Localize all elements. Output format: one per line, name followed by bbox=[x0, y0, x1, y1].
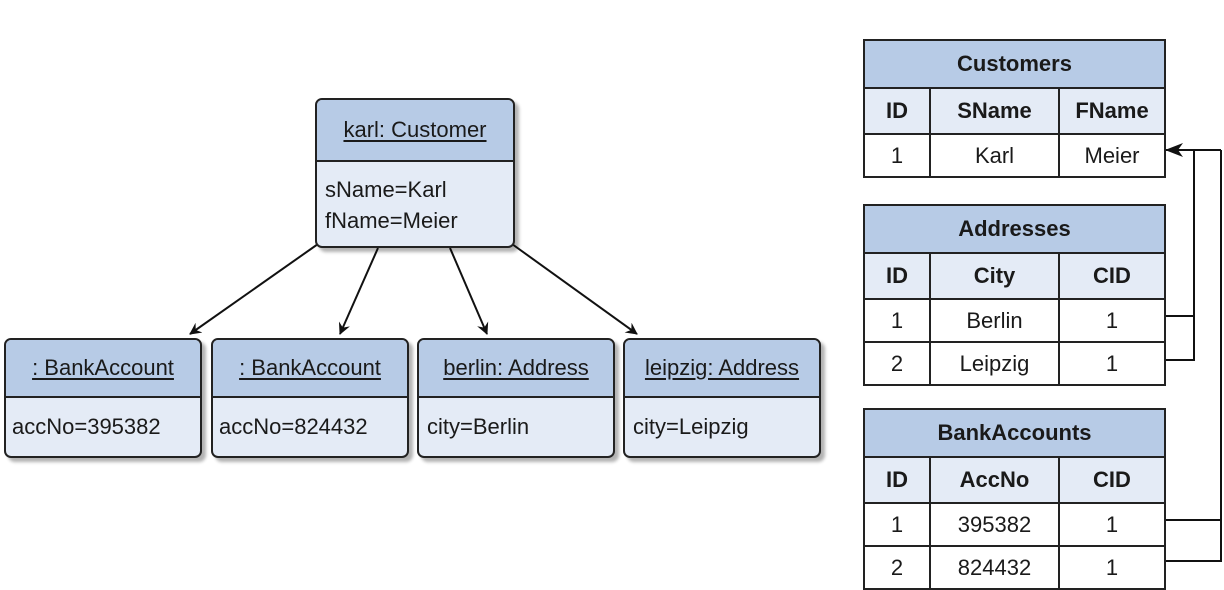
bankaccount-object-1: : BankAccount accNo=395382 bbox=[4, 338, 202, 458]
fk-line-address-1 bbox=[1164, 150, 1195, 317]
table-row: 2 Leipzig 1 bbox=[863, 341, 1166, 386]
arrow-customer-to-leipzig-address bbox=[511, 243, 638, 335]
customer-object: karl: Customer sName=Karl fName=Meier bbox=[315, 98, 515, 248]
fk-line-bankaccount-1 bbox=[1164, 150, 1222, 521]
customers-col-sname: SName bbox=[929, 87, 1060, 135]
arrow-customer-to-bankaccount-1 bbox=[189, 243, 319, 335]
bankaccount-2-header: : BankAccount bbox=[213, 340, 407, 398]
leipzig-address-attr-city: city=Leipzig bbox=[633, 414, 749, 439]
arrow-customer-to-berlin-address bbox=[449, 247, 489, 335]
customers-table-title: Customers bbox=[862, 39, 1167, 89]
bankaccount-1-attr-accno: accNo=395382 bbox=[12, 414, 161, 439]
customers-cell: Meier bbox=[1057, 133, 1167, 178]
table-row: 1 Karl Meier bbox=[863, 133, 1167, 178]
bankaccount-1-header: : BankAccount bbox=[6, 340, 200, 398]
addresses-cell: Leipzig bbox=[929, 341, 1060, 386]
addresses-table-title: Addresses bbox=[863, 204, 1166, 254]
table-row: 2 824432 1 bbox=[863, 545, 1166, 590]
customer-object-title: karl: Customer bbox=[343, 117, 487, 142]
berlin-address-attr-city: city=Berlin bbox=[427, 414, 530, 439]
bankaccounts-table: BankAccounts ID AccNo CID 1 395382 1 2 8… bbox=[863, 408, 1166, 590]
addresses-cell: 1 bbox=[1058, 298, 1166, 343]
bankaccount-2-attr-accno: accNo=824432 bbox=[219, 414, 368, 439]
customer-attr-sname: sName=Karl bbox=[325, 177, 447, 202]
customers-header-row: ID SName FName bbox=[863, 87, 1167, 135]
leipzig-address-title: leipzig: Address bbox=[644, 355, 800, 380]
berlin-address-header: berlin: Address bbox=[419, 340, 613, 398]
bankaccount-2-title: : BankAccount bbox=[239, 355, 381, 380]
addresses-cell: Berlin bbox=[929, 298, 1060, 343]
bankaccounts-cell: 2 bbox=[863, 545, 931, 590]
fk-line-address-2 bbox=[1164, 150, 1195, 361]
customers-col-fname: FName bbox=[1057, 87, 1167, 135]
association-arrows bbox=[189, 243, 638, 335]
bankaccount-object-2: : BankAccount accNo=824432 bbox=[211, 338, 409, 458]
addresses-header-row: ID City CID bbox=[863, 252, 1166, 300]
leipzig-address-attributes: city=Leipzig bbox=[625, 398, 819, 455]
berlin-address-title: berlin: Address bbox=[443, 355, 589, 380]
bankaccount-1-title: : BankAccount bbox=[32, 355, 174, 380]
bankaccount-2-attributes: accNo=824432 bbox=[213, 398, 407, 455]
addresses-col-id: ID bbox=[863, 252, 931, 300]
bankaccounts-cell: 1 bbox=[1058, 502, 1166, 547]
leipzig-address-object: leipzig: Address city=Leipzig bbox=[623, 338, 821, 458]
table-row: 1 Berlin 1 bbox=[863, 298, 1166, 343]
customers-col-id: ID bbox=[863, 87, 931, 135]
berlin-address-attributes: city=Berlin bbox=[419, 398, 613, 455]
bankaccounts-cell: 824432 bbox=[929, 545, 1060, 590]
customers-table: Customers ID SName FName 1 Karl Meier bbox=[862, 39, 1167, 178]
bankaccount-1-attributes: accNo=395382 bbox=[6, 398, 200, 455]
bankaccounts-col-id: ID bbox=[863, 456, 931, 504]
addresses-table: Addresses ID City CID 1 Berlin 1 2 Leipz… bbox=[863, 204, 1166, 386]
berlin-address-object: berlin: Address city=Berlin bbox=[417, 338, 615, 458]
bankaccounts-cell: 1 bbox=[1058, 545, 1166, 590]
bankaccounts-cell: 1 bbox=[863, 502, 931, 547]
arrow-customer-to-bankaccount-2 bbox=[338, 247, 379, 335]
addresses-cell: 1 bbox=[863, 298, 931, 343]
leipzig-address-header: leipzig: Address bbox=[625, 340, 819, 398]
foreign-key-connectors bbox=[1164, 143, 1222, 562]
customers-cell: Karl bbox=[929, 133, 1060, 178]
bankaccounts-col-accno: AccNo bbox=[929, 456, 1060, 504]
bankaccounts-table-title: BankAccounts bbox=[863, 408, 1166, 458]
addresses-cell: 1 bbox=[1058, 341, 1166, 386]
customer-object-attributes: sName=Karl fName=Meier bbox=[317, 162, 513, 242]
customer-attr-fname: fName=Meier bbox=[325, 208, 458, 233]
bankaccounts-header-row: ID AccNo CID bbox=[863, 456, 1166, 504]
addresses-col-cid: CID bbox=[1058, 252, 1166, 300]
addresses-col-city: City bbox=[929, 252, 1060, 300]
bankaccounts-col-cid: CID bbox=[1058, 456, 1166, 504]
customers-cell: 1 bbox=[863, 133, 931, 178]
bankaccounts-cell: 395382 bbox=[929, 502, 1060, 547]
customer-object-header: karl: Customer bbox=[317, 100, 513, 162]
fk-line-bankaccount-2 bbox=[1164, 150, 1222, 562]
table-row: 1 395382 1 bbox=[863, 502, 1166, 547]
addresses-cell: 2 bbox=[863, 341, 931, 386]
